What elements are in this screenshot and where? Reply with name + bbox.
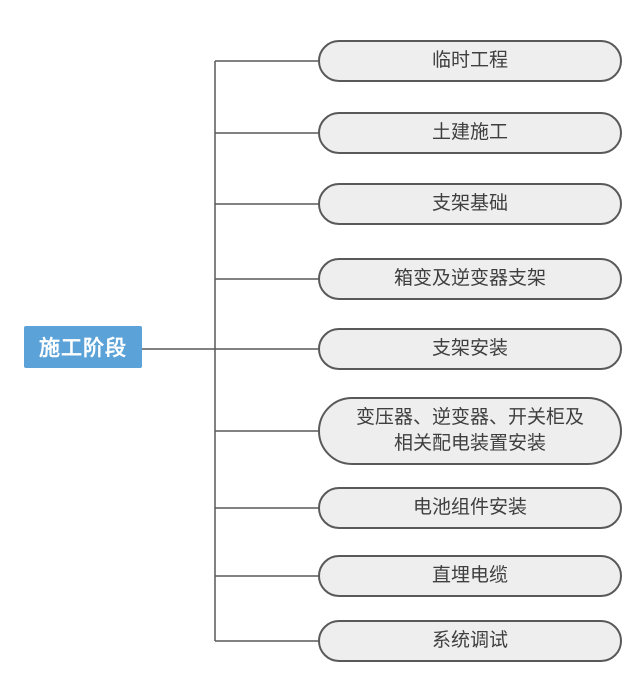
branch-node-direct-buried-cable: 直埋电缆 [318, 555, 622, 597]
branch-node-system-commissioning: 系统调试 [318, 620, 622, 662]
branch-node-transformer-inverter-switchgear-installation: 变压器、逆变器、开关柜及 相关配电装置安装 [318, 397, 622, 465]
branch-node-support-installation: 支架安装 [318, 328, 622, 370]
branch-node-box-transformer-inverter-support: 箱变及逆变器支架 [318, 258, 622, 300]
branch-node-battery-module-installation: 电池组件安装 [318, 487, 622, 529]
root-node-construction-phase: 施工阶段 [24, 326, 142, 368]
branch-node-civil-construction: 土建施工 [318, 112, 622, 154]
branch-node-temporary-works: 临时工程 [318, 40, 622, 82]
branch-node-support-foundation: 支架基础 [318, 183, 622, 225]
